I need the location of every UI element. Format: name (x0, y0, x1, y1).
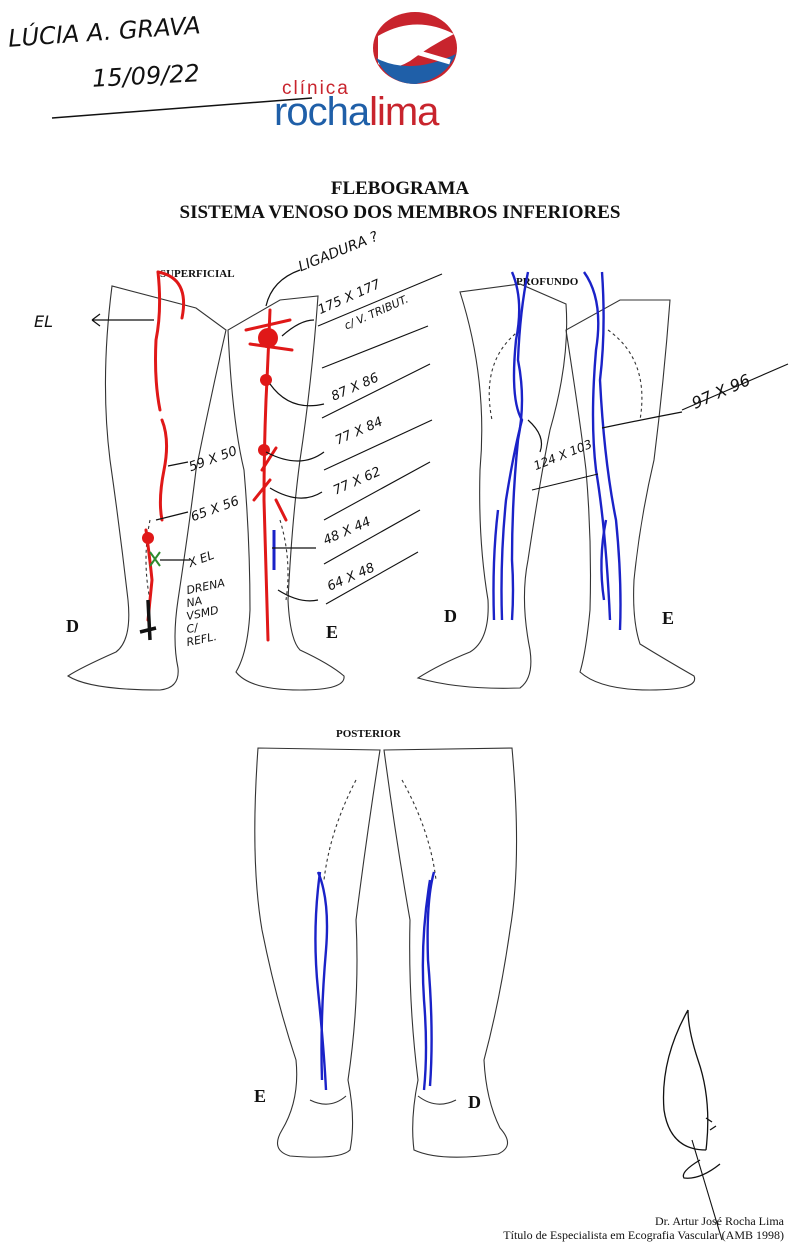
doctor-name: Dr. Artur José Rocha Lima (655, 1214, 784, 1228)
annotation-underlines (317, 273, 789, 605)
superficial-side-d: D (66, 616, 79, 636)
label-posterior: POSTERIOR (336, 728, 401, 740)
posterior-side-e: E (254, 1086, 267, 1106)
superficial-vein-nodes (142, 328, 278, 544)
annotation-leaders (91, 269, 683, 602)
profundo-side-d: D (444, 606, 457, 626)
label-superficial: SUPERFICIAL (160, 268, 235, 280)
superficial-dark-segment (139, 599, 157, 641)
annotation-el-top: EL (34, 312, 54, 331)
logo-emblem (373, 12, 457, 84)
deep-veins (314, 271, 622, 1091)
posterior-leg-outlines (254, 747, 518, 1158)
posterior-side-d: D (468, 1092, 481, 1112)
profundo-side-e: E (662, 608, 675, 628)
document-subtitle: SISTEMA VENOSO DOS MEMBROS INFERIORES (179, 202, 621, 223)
clinic-logo: clínica rochalima (270, 6, 560, 136)
superficial-leg-outlines (66, 285, 345, 691)
doctor-credential: Título de Especialista em Ecografia Vasc… (503, 1228, 784, 1242)
label-profundo: PROFUNDO (516, 276, 579, 288)
logo-main-b: lima (369, 90, 439, 134)
logo-small-text: clínica (282, 78, 350, 99)
cross-marker (149, 551, 161, 567)
logo-main-text: rochalima (274, 90, 439, 135)
superficial-side-e: E (326, 622, 339, 642)
logo-main-a: rocha (274, 90, 370, 134)
profundo-leg-outlines (416, 283, 696, 691)
document-title: FLEBOGRAMA (330, 178, 470, 199)
